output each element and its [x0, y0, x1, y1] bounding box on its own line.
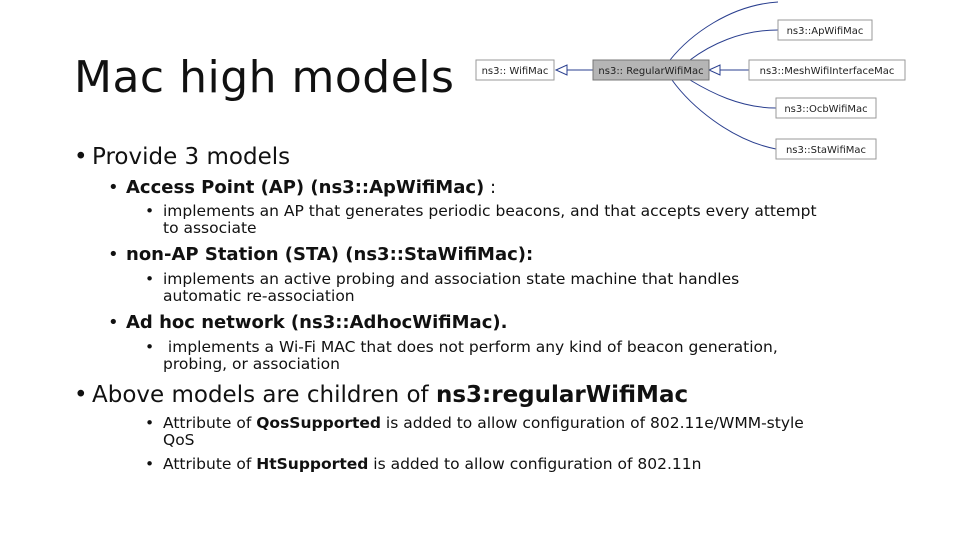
inheritance-diagram: ns3:: WifiMac ns3:: RegularWifiMac ns3::… [475, 1, 906, 160]
station-description: • implements an active probing and associ… [145, 271, 739, 305]
node-regular-wifi-mac [592, 59, 710, 81]
node-ap-wifi-mac-label: ns3::ApWifiMac [787, 26, 864, 37]
bullet-provide-models: •Provide 3 models [74, 144, 290, 170]
access-point-description: • implements an AP that generates periodi… [145, 203, 817, 237]
qos-post: is added to allow configuration of 802.1… [381, 414, 804, 432]
slide-title: Mac high models [74, 52, 455, 103]
ht-pre: Attribute of [163, 455, 257, 473]
bullet-adhoc: • Ad hoc network (ns3::AdhocWifiMac). [108, 312, 507, 333]
node-mesh-wifi-interface-mac-label: ns3::MeshWifiInterfaceMac [760, 66, 895, 77]
node-ap-wifi-mac [777, 19, 873, 41]
bullet-dot: • [108, 312, 119, 333]
qos-cont: QoS [163, 431, 195, 449]
node-ocb-wifi-mac-label: ns3::OcbWifiMac [784, 104, 867, 115]
bullet-dot: • [108, 177, 119, 198]
edge-top-to-regular [669, 1, 779, 61]
access-point-heading: Access Point (AP) (ns3::ApWifiMac) [126, 177, 485, 198]
edge-ap-to-regular [689, 29, 779, 61]
node-sta-wifi-mac-label: ns3::StaWifiMac [786, 145, 866, 156]
bullet-dot: • [145, 414, 155, 432]
ht-attr-name: HtSupported [256, 455, 369, 473]
children-text: Above models are children of [92, 382, 436, 408]
node-wifi-mac-label: ns3:: WifiMac [482, 66, 549, 77]
bullet-station: • non-AP Station (STA) (ns3::StaWifiMac): [108, 244, 533, 265]
node-wifi-mac [475, 59, 555, 81]
adhoc-description: • implements a Wi-Fi MAC that does not p… [145, 339, 778, 373]
bullet-access-point: • Access Point (AP) (ns3::ApWifiMac) : [108, 177, 496, 198]
adhoc-heading: Ad hoc network (ns3::AdhocWifiMac). [126, 312, 508, 333]
edge-arrowhead [707, 64, 721, 76]
bullet-children: •Above models are children of ns3:regula… [74, 382, 688, 408]
bullet-dot: • [108, 244, 119, 265]
ht-post: is added to allow configuration of 802.1… [368, 455, 702, 473]
qos-attribute: • Attribute of QosSupported is added to a… [145, 415, 804, 449]
station-desc-line1: implements an active probing and associa… [163, 270, 740, 288]
bullet-provide-models-text: Provide 3 models [92, 144, 291, 170]
node-ocb-wifi-mac [775, 97, 877, 119]
node-mesh-wifi-interface-mac [748, 59, 906, 81]
ht-attribute: • Attribute of HtSupported is added to al… [145, 456, 701, 473]
edge-sta-to-regular [671, 79, 777, 150]
bullet-dot: • [145, 270, 155, 288]
node-sta-wifi-mac [775, 138, 877, 160]
access-point-heading-tail: : [484, 177, 497, 198]
adhoc-desc-line1: implements a Wi-Fi MAC that does not per… [163, 338, 778, 356]
bullet-dot: • [74, 144, 88, 170]
bullet-dot: • [145, 202, 155, 220]
qos-pre: Attribute of [163, 414, 257, 432]
node-regular-wifi-mac-label: ns3:: RegularWifiMac [598, 66, 703, 77]
qos-attr-name: QosSupported [256, 414, 381, 432]
edge-ocb-to-regular [689, 79, 777, 109]
edge-arrowhead [554, 64, 568, 76]
bullet-dot: • [145, 338, 155, 356]
access-point-desc-line1: implements an AP that generates periodic… [163, 202, 817, 220]
children-class-name: ns3:regularWifiMac [435, 382, 689, 408]
station-desc-line2: automatic re-association [163, 287, 355, 305]
adhoc-desc-line2: probing, or association [163, 355, 340, 373]
bullet-dot: • [74, 382, 88, 408]
station-heading: non-AP Station (STA) (ns3::StaWifiMac): [126, 244, 534, 265]
access-point-desc-line2: to associate [163, 219, 257, 237]
bullet-dot: • [145, 455, 155, 473]
